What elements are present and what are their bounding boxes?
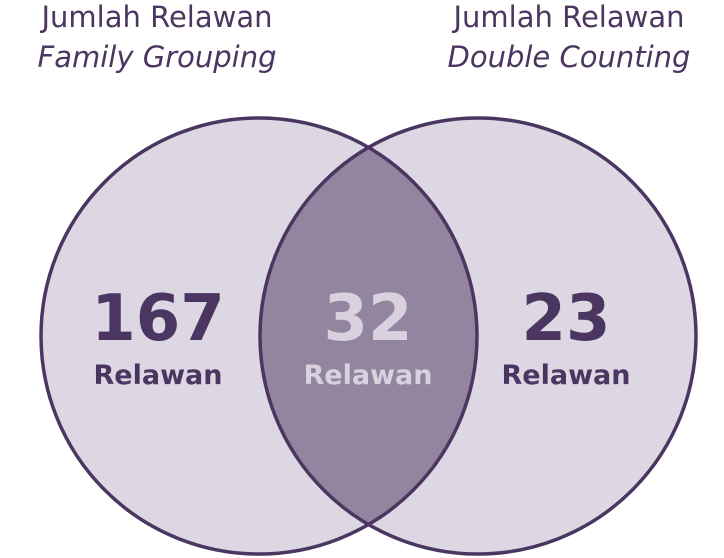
left-set-title-line2: Family Grouping <box>37 40 277 74</box>
right-circle-outline <box>258 116 698 556</box>
left-set-title-line1: Jumlah Relawan <box>41 0 273 34</box>
left-set-value: 167 <box>91 282 225 356</box>
left-set-unit: Relawan <box>94 360 223 391</box>
left-set-title: Jumlah Relawan Family Grouping <box>0 0 314 77</box>
right-set-unit: Relawan <box>502 360 631 391</box>
right-set-value: 23 <box>521 282 610 356</box>
right-set-title: Jumlah Relawan Double Counting <box>424 0 714 77</box>
left-circle-outline <box>39 116 479 556</box>
overlap-unit: Relawan <box>304 360 433 391</box>
right-set-title-line1: Jumlah Relawan <box>453 0 685 34</box>
overlap-region <box>260 118 477 554</box>
right-set-title-line2: Double Counting <box>447 40 691 74</box>
overlap-value: 32 <box>323 282 412 356</box>
